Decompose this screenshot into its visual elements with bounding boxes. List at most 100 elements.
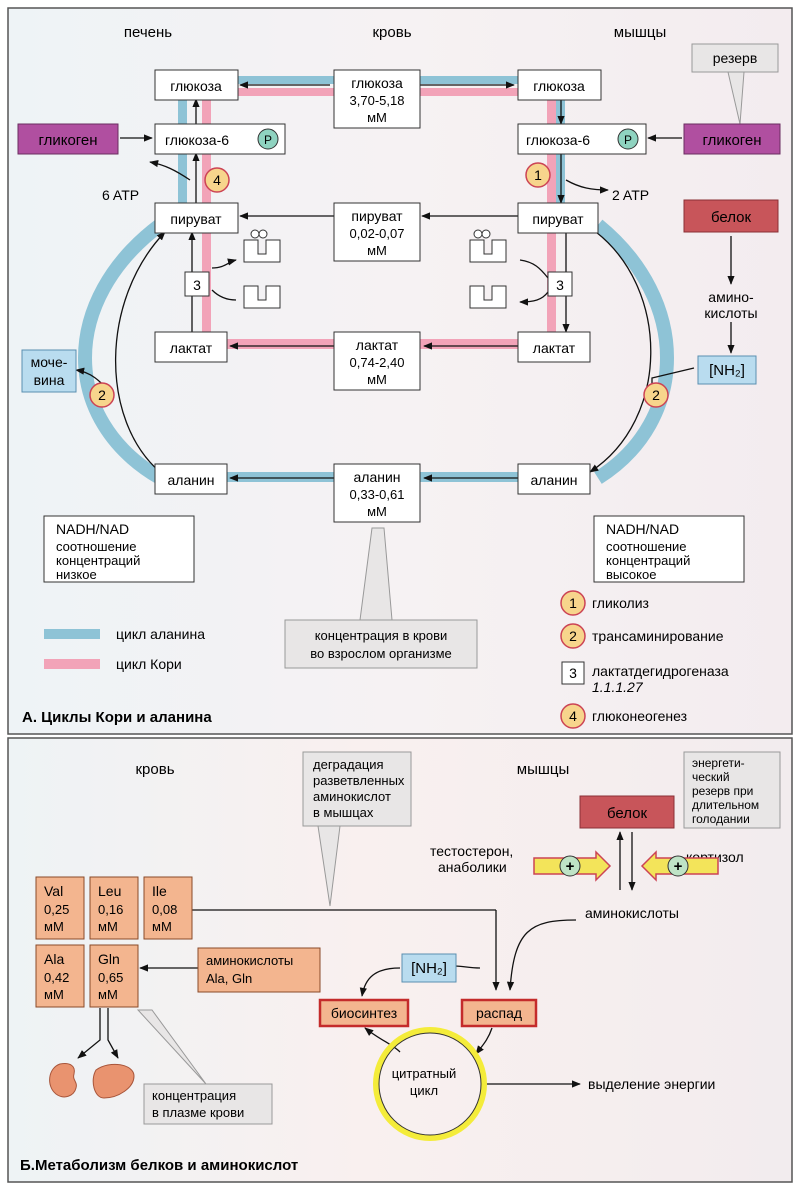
protein-label: белок [711, 209, 752, 226]
key-text-4: глюконеогенез [592, 708, 687, 724]
amino-ala-name: Ala [44, 951, 64, 967]
muscle-glucose-box [517, 69, 602, 101]
amino-box-ala [35, 944, 85, 1008]
ldh-enzyme-icon-right [469, 229, 507, 309]
blood-lactate-name: лактат [356, 337, 399, 353]
panel-b-title: Б.Метаболизм белков и аминокислот [20, 1157, 298, 1174]
key-marker-2 [560, 623, 586, 649]
blood-alanine-box [333, 463, 421, 523]
energy-reserve-line-2: ческий [692, 770, 730, 784]
blood-alanine-range: 0,33-0,61 [350, 487, 405, 502]
liver-pyruvate-box [154, 202, 239, 234]
citrate-cycle-ring [373, 1027, 487, 1141]
arrow-nh2-to-biosynthesis [359, 967, 401, 997]
nadh-left-line-4: низкое [56, 567, 97, 582]
nadh-left-line-2: соотношение [56, 539, 137, 554]
amino-leu-name: Leu [98, 883, 121, 899]
amino-gln-unit: мМ [98, 987, 118, 1002]
reserve-label: резерв [713, 50, 758, 66]
callout-line-2: во взрослом организме [310, 646, 452, 661]
plasma-line-2: в плазме крови [152, 1105, 244, 1120]
callout-line-1: концентрация в крови [315, 628, 448, 643]
amino-gln-name: Gln [98, 951, 120, 967]
amino-box-leu [89, 876, 139, 940]
atp-left: 6 ATP [102, 187, 139, 203]
citrate-cycle-line-2: цикл [410, 1083, 438, 1098]
arrow-muscle-pyruvate-to-alanine [589, 231, 652, 473]
plus-icon-left-glyph: + [566, 858, 575, 875]
nh2-label-a: [NH₂] [709, 362, 745, 379]
arrow-liver-alanine-to-pyruvate [114, 231, 166, 473]
amino-val-unit: мМ [44, 919, 64, 934]
arrow-gln-to-liver [107, 1008, 119, 1059]
nh2-box-a [697, 355, 757, 385]
liver-glucose-box [154, 69, 239, 101]
breakdown-box [460, 998, 538, 1028]
urea-line-2: вина [34, 372, 65, 388]
blood-pyruvate-box [333, 202, 421, 262]
arrow-ldh-left-1 [211, 258, 237, 269]
key-marker-3 [561, 661, 585, 685]
energy-reserve-box [683, 751, 781, 829]
amino-acids-line-2: кислоты [704, 305, 757, 321]
glycolysis-marker-num: 1 [534, 167, 542, 183]
kidney-icon [49, 1063, 77, 1098]
liver-lactate-label: лактат [170, 340, 213, 356]
amino-leu-value: 0,16 [98, 902, 123, 917]
blood-column: глюкоза 3,70-5,18 мМ пируват 0,02-0,07 м… [284, 69, 478, 669]
panel-b-column-muscle: мышцы [517, 761, 570, 778]
amino-val-name: Val [44, 883, 63, 899]
transamination-marker-right [643, 382, 669, 408]
panel-a-title: А. Циклы Кори и аланина [22, 709, 212, 726]
phosphate-icon-right [617, 128, 639, 150]
muscle-alanine-box [517, 463, 591, 495]
amino-leu-unit: мМ [98, 919, 118, 934]
transamination-marker-right-num: 2 [652, 387, 660, 403]
blood-lactate-box [333, 331, 421, 391]
arrow-breakdown-to-cycle [475, 1027, 493, 1055]
key-text-3: лактатдегидрогеназа [592, 663, 729, 679]
reserve-box [691, 43, 779, 73]
amino-ile-name: Ile [152, 883, 167, 899]
glycogen-right-box [683, 123, 781, 155]
nh2-label-b: [NH₂] [411, 960, 447, 977]
arrow-amino-to-breakdown [506, 919, 577, 991]
plasma-pointer [136, 1009, 207, 1085]
amino-box-val [35, 876, 85, 940]
degradation-callout-box [302, 751, 412, 827]
callout-box [284, 619, 478, 669]
arrows-a [75, 81, 735, 482]
arrow-2atp [565, 179, 609, 194]
blood-alanine-unit: мМ [367, 504, 387, 519]
key-text-2: трансаминирование [592, 628, 724, 644]
amino-boxes: Val 0,25 мМ Leu 0,16 мМ Ile 0,08 мМ Ala … [35, 876, 193, 1008]
key-num-1: 1 [569, 595, 577, 611]
amino-ile-value: 0,08 [152, 902, 177, 917]
energy-release-label: выделение энергии [588, 1076, 715, 1092]
liver-glucose-label: глюкоза [170, 78, 222, 94]
phosphate-icon-left [257, 128, 279, 150]
amino-ala-value: 0,42 [44, 970, 69, 985]
plus-icon-left [559, 855, 581, 877]
key-marker-1 [560, 590, 586, 616]
blood-pyruvate-range: 0,02-0,07 [350, 226, 405, 241]
alanine-arc-left [78, 219, 165, 485]
energy-reserve-line-1: энергети- [692, 756, 745, 770]
amino-ile-unit: мМ [152, 919, 172, 934]
citrate-cycle-ring-inner [378, 1032, 482, 1136]
gluconeogenesis-marker-num: 4 [213, 172, 221, 188]
biosynthesis-box [318, 998, 410, 1028]
liver-icon [92, 1063, 135, 1099]
protein-box-b [579, 795, 675, 829]
key-text-1: гликолиз [592, 595, 649, 611]
amino-ala-unit: мМ [44, 987, 64, 1002]
muscle-lactate-label: лактат [533, 340, 576, 356]
degradation-line-4: в мышцах [313, 805, 374, 820]
biosynthesis-label: биосинтез [331, 1005, 397, 1021]
key-text-3b: 1.1.1.27 [592, 679, 644, 695]
transamination-marker-left [89, 382, 115, 408]
key-num-3: 3 [569, 665, 577, 681]
liver-g6p-label: глюкоза-6 [165, 132, 229, 148]
glycolysis-marker [525, 162, 551, 188]
urea-line-1: моче- [31, 354, 68, 370]
